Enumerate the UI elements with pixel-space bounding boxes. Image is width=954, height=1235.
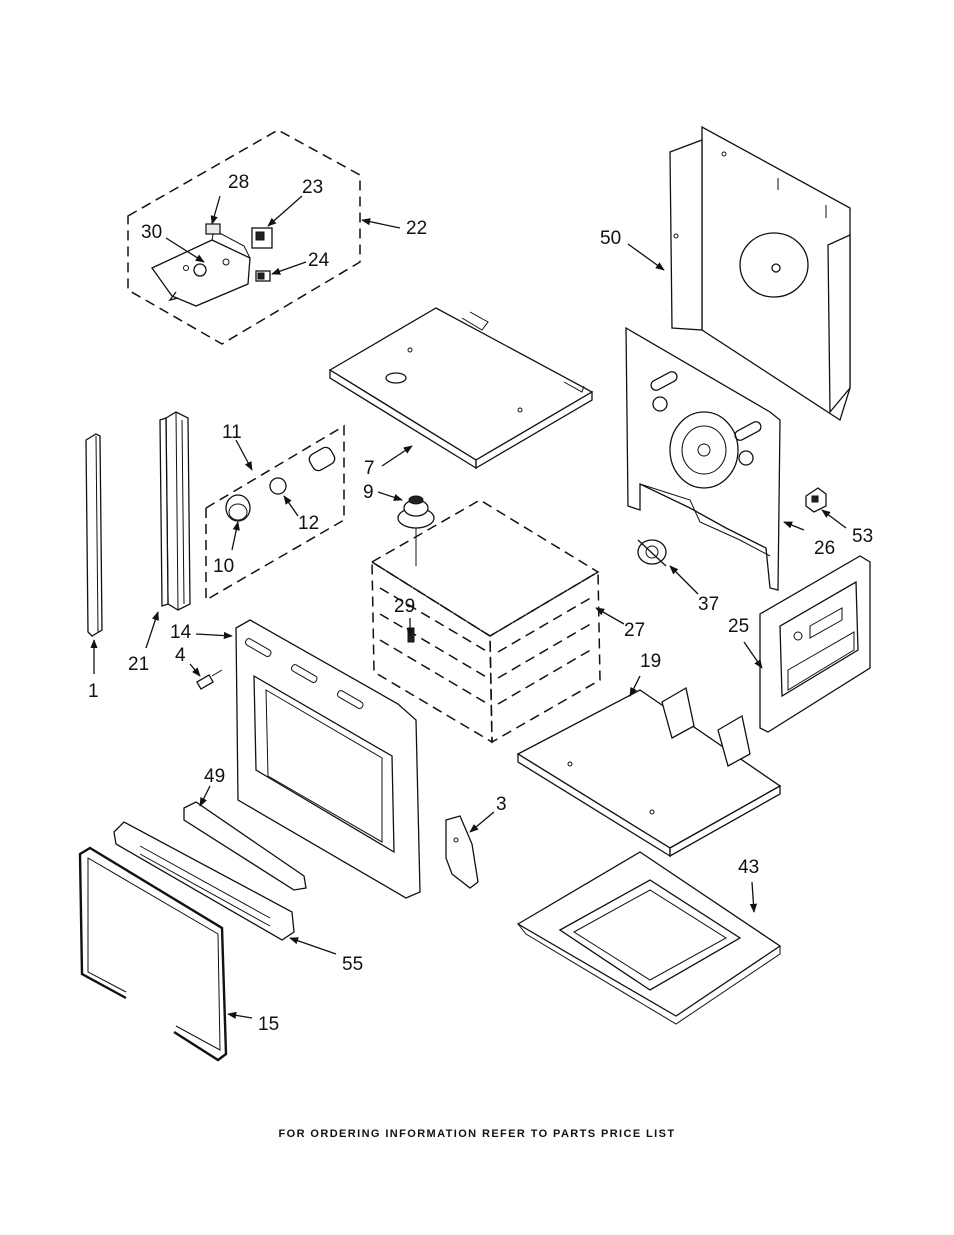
callout-7: 7 — [364, 458, 375, 479]
callout-15: 15 — [258, 1014, 279, 1035]
callout-27: 27 — [624, 620, 645, 641]
part-1-strip — [85, 433, 103, 637]
callout-37: 37 — [698, 594, 719, 615]
callout-24: 24 — [308, 250, 330, 271]
leader-lines — [90, 195, 847, 1019]
callout-10: 10 — [213, 556, 234, 577]
callout-labels: 28 23 30 22 24 50 11 7 9 12 53 26 10 37 … — [88, 172, 873, 1035]
callout-29: 29 — [394, 596, 415, 617]
part-3-bracket — [445, 815, 479, 889]
part-49-lower-trim — [183, 801, 307, 891]
part-26-rear-wall — [625, 326, 781, 591]
part-7-top-panel — [328, 307, 594, 470]
callout-14: 14 — [170, 622, 192, 643]
callout-23: 23 — [302, 177, 323, 198]
callout-30: 30 — [141, 222, 162, 243]
callout-50: 50 — [600, 228, 621, 249]
callout-25: 25 — [728, 616, 749, 637]
callout-22: 22 — [406, 218, 427, 239]
callout-28: 28 — [228, 172, 249, 193]
callout-4: 4 — [175, 645, 186, 666]
part-11-knob-group — [205, 424, 345, 602]
part-50-rear-panel — [669, 125, 851, 422]
callout-21: 21 — [128, 654, 149, 675]
part-14-front-frame — [235, 619, 421, 899]
part-27-oven-cavity — [370, 499, 601, 744]
part-25-side-panel — [759, 555, 871, 733]
part-4-screw — [196, 669, 223, 690]
callout-12: 12 — [298, 513, 319, 534]
footer-note: FOR ORDERING INFORMATION REFER TO PARTS … — [278, 1128, 676, 1140]
part-9-fan-motor — [397, 495, 435, 566]
callout-55: 55 — [342, 954, 363, 975]
callout-43: 43 — [738, 857, 759, 878]
part-22-control-assembly — [127, 129, 361, 345]
callout-53: 53 — [852, 526, 873, 547]
part-43-tray — [516, 851, 782, 1025]
callout-9: 9 — [363, 482, 374, 503]
callout-11: 11 — [222, 422, 242, 443]
callout-1: 1 — [88, 681, 99, 702]
part-55-vent — [113, 821, 295, 941]
part-15-gasket — [78, 846, 228, 1062]
callout-26: 26 — [814, 538, 835, 559]
part-19-bottom-plate — [516, 686, 782, 858]
part-21-side-trim — [159, 411, 191, 611]
callout-19: 19 — [640, 651, 661, 672]
part-53-clip — [805, 487, 827, 513]
callout-3: 3 — [496, 794, 507, 815]
callout-49: 49 — [204, 766, 225, 787]
part-37-thermostat — [637, 539, 667, 567]
